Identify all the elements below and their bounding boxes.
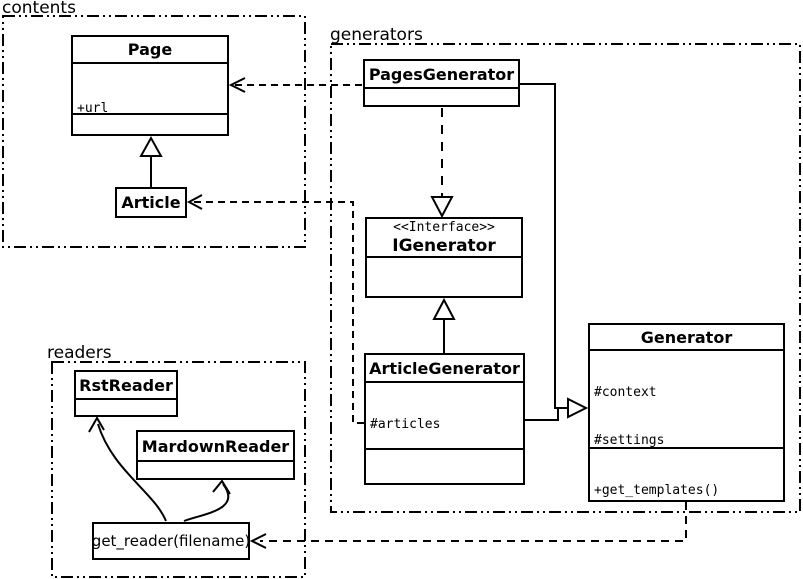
package-border-generators xyxy=(330,43,801,513)
package-border-readers xyxy=(51,361,306,578)
dependency-articlegenerator-to-article xyxy=(186,194,364,424)
class-methods: +generate_context() +generate_output() xyxy=(367,256,521,296)
class-title: Page xyxy=(127,40,173,59)
class-methods: +check_properties() xyxy=(73,113,227,134)
class-box-rstreader: RstReader +read() xyxy=(74,370,178,417)
arrow-getreader-to-mardownreader xyxy=(183,479,231,522)
class-box-pagesgenerator: PagesGenerator #pages xyxy=(363,59,520,107)
class-attribute: #settings xyxy=(594,433,665,447)
package-label-generators: generators xyxy=(330,25,423,45)
class-title: Article xyxy=(121,193,181,212)
class-attribute: +url xyxy=(77,101,109,113)
class-title: MardownReader xyxy=(141,436,290,456)
arrow-getreader-to-rstreader xyxy=(88,416,167,522)
class-box-article: Article xyxy=(115,187,187,218)
class-header: <<Interface>> IGenerator xyxy=(367,219,521,256)
class-box-igenerator: <<Interface>> IGenerator +generate_conte… xyxy=(365,217,523,298)
class-attributes: #articles #dates #tags #categories xyxy=(366,381,523,448)
class-attributes: #context #settings #path #theme #output_… xyxy=(590,349,783,447)
class-title: IGenerator xyxy=(392,236,496,256)
class-stereotype: <<Interface>> xyxy=(393,220,495,235)
class-methods: +generate_feeds() +generate_pages() xyxy=(366,448,523,483)
inheritance-article-to-page xyxy=(139,135,163,188)
class-box-page: Page +url +slug +summary +check_properti… xyxy=(71,35,229,136)
package-label-readers: readers xyxy=(47,343,112,363)
dependency-generator-to-getreader xyxy=(249,502,687,549)
class-box-mardownreader: MardownReader +read() xyxy=(136,430,295,480)
package-label-contents: contents xyxy=(2,0,76,18)
package-border-contents xyxy=(2,15,306,248)
class-title: PagesGenerator xyxy=(368,64,515,84)
function-box-get-reader: get_reader(filename) xyxy=(92,522,250,560)
class-title: RstReader xyxy=(79,375,173,395)
function-label: get_reader(filename) xyxy=(91,532,251,550)
class-title: Generator xyxy=(640,327,733,347)
dependency-pagesgenerator-to-page xyxy=(228,77,362,93)
class-attribute: #context xyxy=(594,385,657,400)
realization-pagesgenerator-to-igenerator xyxy=(430,108,454,219)
class-box-articlegenerator: ArticleGenerator #articles #dates #tags … xyxy=(364,353,525,485)
realization-articlegenerator-to-igenerator xyxy=(432,297,456,353)
class-title: ArticleGenerator xyxy=(369,358,520,378)
class-attributes: +url +slug +summary xyxy=(73,62,227,113)
class-method: +generate_context() xyxy=(371,294,521,296)
class-attributes: #pages xyxy=(365,87,518,105)
class-box-generator: Generator #context #settings #path #them… xyxy=(588,323,785,502)
class-method: +get_templates() xyxy=(594,483,720,498)
class-attribute: #articles xyxy=(370,417,441,432)
class-methods: +get_templates() +get_files(path,exclude… xyxy=(590,447,783,500)
class-methods: +read() xyxy=(138,460,293,478)
class-methods: +read() xyxy=(76,398,176,415)
inheritance-to-generator xyxy=(520,83,589,421)
